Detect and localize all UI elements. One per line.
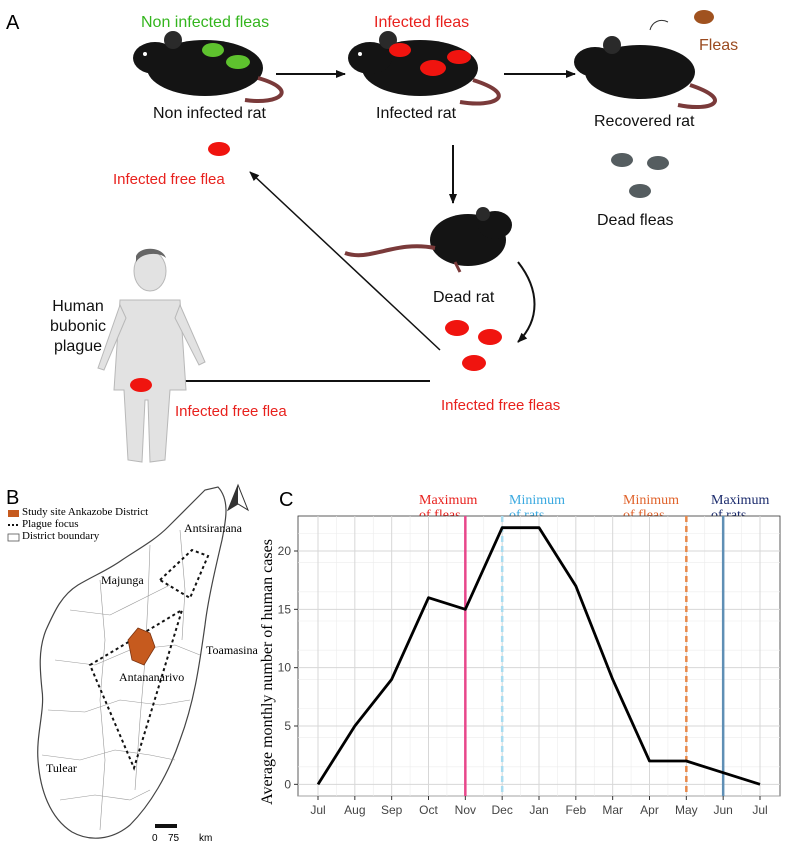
recovered-rat-label: Recovered rat <box>594 113 695 130</box>
x-tick-label: Mar <box>602 803 623 817</box>
x-tick-label: Aug <box>344 803 365 817</box>
flea-icon <box>208 142 230 156</box>
legend-district-boundary: District boundary <box>22 530 100 542</box>
x-tick-label: May <box>675 803 698 817</box>
dead-flea-icon <box>629 184 651 198</box>
y-tick-label: 15 <box>278 602 292 616</box>
dead-fleas-label: Dead fleas <box>597 212 674 229</box>
place-tulear: Tulear <box>46 761 77 775</box>
dead-rat-label: Dead rat <box>433 289 495 306</box>
plague-focus-north <box>158 548 210 600</box>
infected-free-fleas-label: Infected free fleas <box>441 397 561 414</box>
flea-icon <box>462 355 486 371</box>
infected-free-flea-top-label: Infected free flea <box>113 171 225 188</box>
chart-ylabel: Average monthly number of human cases <box>259 539 276 805</box>
x-tick-label: Apr <box>640 803 659 817</box>
flea-icon <box>478 329 502 345</box>
x-tick-label: Sep <box>381 803 403 817</box>
dead-flea-icon <box>647 156 669 170</box>
x-tick-label: Oct <box>419 803 438 817</box>
scale-value: 75 <box>168 833 180 844</box>
x-tick-label: Feb <box>565 803 586 817</box>
x-tick-label: Dec <box>491 803 512 817</box>
panel-b-letter: B <box>6 487 20 509</box>
place-antsiranana: Antsiranana <box>184 521 242 535</box>
y-tick-label: 20 <box>278 544 292 558</box>
panel-a-letter: A <box>6 12 20 34</box>
human-plague-label: Human bubonic plague <box>49 298 107 355</box>
infected-rat-label: Infected rat <box>376 105 457 122</box>
island-outline <box>37 486 227 839</box>
x-tick-label: Jul <box>752 803 767 817</box>
non-infected-rat-icon <box>133 31 284 103</box>
recovered-rat-icon <box>574 10 717 110</box>
infected-fleas-label: Infected fleas <box>374 14 470 31</box>
panel-c-letter: C <box>279 489 294 511</box>
infected-rat-icon <box>348 31 501 106</box>
study-site-ankazobe <box>127 627 156 666</box>
x-tick-label: Jul <box>310 803 325 817</box>
non-infected-fleas-label: Non infected fleas <box>141 14 270 31</box>
legend-plague-focus: Plague focus <box>22 518 79 530</box>
non-infected-rat-label: Non infected rat <box>153 105 266 122</box>
scale-unit: km <box>199 833 213 844</box>
x-tick-label: Jun <box>713 803 732 817</box>
y-tick-label: 5 <box>284 719 291 733</box>
flea-icon <box>130 378 152 392</box>
scale-zero: 0 <box>152 833 158 844</box>
legend-study-site: Study site Ankazobe District <box>22 506 149 518</box>
place-majunga: Majunga <box>101 573 144 587</box>
x-tick-label: Nov <box>455 803 476 817</box>
flea-icon <box>445 320 469 336</box>
x-tick-label: Jan <box>529 803 548 817</box>
dead-rat-icon <box>344 207 512 273</box>
dead-flea-icon <box>611 153 633 167</box>
place-toamasina: Toamasina <box>206 643 258 657</box>
fleas-label: Fleas <box>699 37 739 54</box>
place-antananarivo: Antananarivo <box>119 670 185 684</box>
district-boundaries <box>41 529 201 831</box>
map-legend: Study site Ankazobe District Plague focu… <box>22 506 148 542</box>
infected-free-flea-bottom-label: Infected free flea <box>175 403 287 420</box>
y-tick-label: 0 <box>284 777 291 791</box>
y-tick-label: 10 <box>278 661 292 675</box>
